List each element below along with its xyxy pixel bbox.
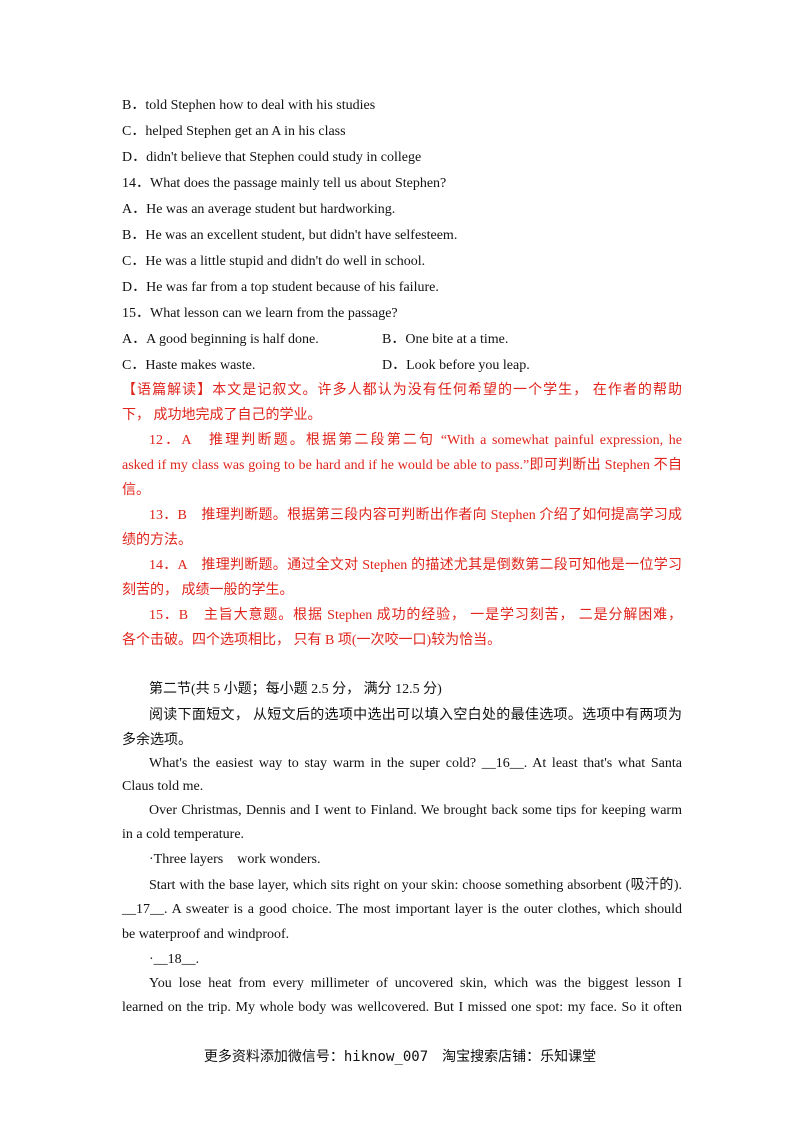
passage-subheading-layers: ·Three layers work wonders. — [149, 852, 321, 867]
section2-instruction-line1: 阅读下面短文， 从短文后的选项中选出可以填入空白处的最佳选项。选项中有两项为 — [149, 708, 682, 723]
answer-13-line2: 绩的方法。 — [122, 533, 192, 548]
q13-option-b: B．told Stephen how to deal with his stud… — [122, 98, 376, 113]
answer-13-line1: 13．B 推理判断题。根据第三段内容可判断出作者向 Stephen 介绍了如何提… — [149, 508, 682, 523]
footer-shop: 淘宝搜索店铺：乐知课堂 — [428, 1049, 597, 1065]
q15-options-row1: A．A good beginning is half done. B．One b… — [122, 330, 682, 350]
page-footer: 更多资料添加微信号：hiknow_007 淘宝搜索店铺：乐知课堂 — [0, 1047, 800, 1067]
passage-p3-line2: __17__. A sweater is a good choice. The … — [122, 902, 682, 917]
passage-p4-line2: learned on the trip. My whole body was w… — [122, 1000, 682, 1015]
passage-p3-line1: Start with the base layer, which sits ri… — [149, 878, 682, 893]
q14-option-b: B．He was an excellent student, but didn'… — [122, 228, 458, 243]
q14-option-d: D．He was far from a top student because … — [122, 280, 439, 295]
answer-12-line3: 信。 — [122, 483, 150, 498]
passage-p3-line3: be waterproof and windproof. — [122, 927, 290, 942]
q14-option-a: A．He was an average student but hardwork… — [122, 202, 396, 217]
answer-15-line2: 各个击破。四个选项相比， 只有 B 项(一次咬一口)较为恰当。 — [122, 633, 502, 648]
q15-option-b: B．One bite at a time. — [382, 332, 509, 347]
section2-instruction-line2: 多余选项。 — [122, 733, 192, 748]
q14-stem: 14．What does the passage mainly tell us … — [122, 176, 447, 191]
q14-option-c: C．He was a little stupid and didn't do w… — [122, 254, 426, 269]
q15-option-a: A．A good beginning is half done. — [122, 332, 319, 347]
answer-12-line2: asked if my class was going to be hard a… — [122, 458, 682, 473]
passage-subheading-18: ·__18__. — [149, 952, 200, 967]
answer-15-line1: 15．B 主旨大意题。根据 Stephen 成功的经验， 一是学习刻苦， 二是分… — [149, 608, 682, 623]
analysis-intro-line2: 下， 成功地完成了自己的学业。 — [122, 408, 322, 423]
answer-14-line1: 14．A 推理判断题。通过全文对 Stephen 的描述尤其是倒数第二段可知他是… — [149, 558, 682, 573]
q15-option-d: D．Look before you leap. — [382, 358, 530, 373]
answer-12-line1: 12．A 推理判断题。根据第二段第二句 “With a somewhat pai… — [149, 433, 682, 448]
passage-p2-line1: Over Christmas, Dennis and I went to Fin… — [149, 803, 682, 818]
q13-option-d: D．didn't believe that Stephen could stud… — [122, 150, 422, 165]
footer-wechat-id: hiknow_007 — [343, 1049, 429, 1065]
q13-option-c: C．helped Stephen get an A in his class — [122, 124, 346, 139]
footer-prefix: 更多资料添加微信号： — [203, 1049, 344, 1065]
q15-option-c: C．Haste makes waste. — [122, 358, 256, 373]
passage-p1-line1: What's the easiest way to stay warm in t… — [149, 756, 682, 771]
q15-stem: 15．What lesson can we learn from the pas… — [122, 306, 398, 321]
passage-p4-line1: You lose heat from every millimeter of u… — [149, 976, 682, 991]
answer-14-line2: 刻苦的， 成绩一般的学生。 — [122, 583, 294, 598]
passage-p2-line2: in a cold temperature. — [122, 827, 245, 842]
q15-options-row2: C．Haste makes waste. D．Look before you l… — [122, 356, 682, 376]
analysis-intro-line1: 【语篇解读】本文是记叙文。许多人都认为没有任何希望的一个学生， 在作者的帮助 — [122, 383, 682, 398]
passage-p1-line2: Claus told me. — [122, 779, 204, 794]
section2-heading: 第二节(共 5 小题；每小题 2.5 分， 满分 12.5 分) — [149, 682, 442, 697]
